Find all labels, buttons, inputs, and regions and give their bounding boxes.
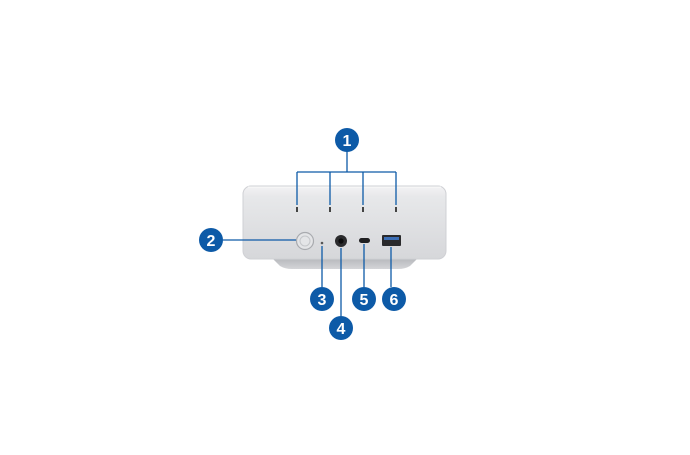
mic-hole <box>329 207 331 212</box>
callout-label-5: 5 <box>360 292 369 309</box>
microphone-holes <box>296 207 397 212</box>
status-led-icon <box>320 241 324 245</box>
callout-4: 4 <box>329 316 353 340</box>
leader-lines <box>223 151 397 316</box>
callout-label-4: 4 <box>337 321 346 338</box>
usb-c-port-icon <box>359 238 370 243</box>
callout-label-6: 6 <box>390 292 399 309</box>
callout-label-2: 2 <box>207 233 216 250</box>
mic-hole <box>362 207 364 212</box>
callout-6: 6 <box>382 287 406 311</box>
mic-hole <box>296 207 298 212</box>
callout-5: 5 <box>352 287 376 311</box>
device-body <box>242 185 447 260</box>
headphone-jack-icon <box>335 235 347 247</box>
callout-3: 3 <box>310 287 334 311</box>
callout-label-1: 1 <box>343 133 352 150</box>
power-button-icon <box>295 231 315 251</box>
callout-1: 1 <box>335 128 359 152</box>
mic-hole <box>395 207 397 212</box>
device-foot <box>272 258 418 269</box>
callout-label-3: 3 <box>318 292 327 309</box>
usb-a-port-icon <box>382 235 401 246</box>
callout-2: 2 <box>199 228 223 252</box>
